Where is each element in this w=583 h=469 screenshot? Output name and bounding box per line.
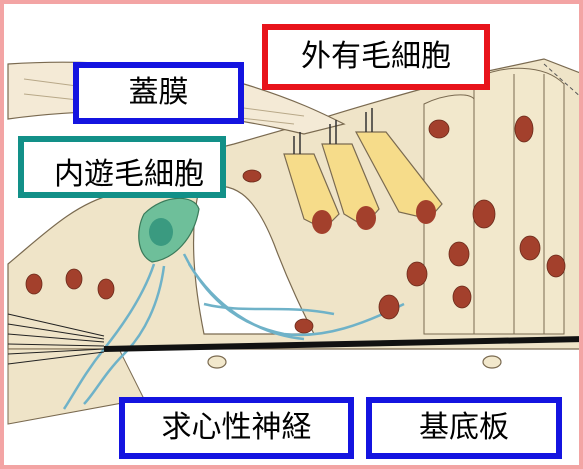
- vessels: [208, 356, 501, 368]
- afferent-nerve-label: 求心性神経: [119, 397, 354, 459]
- tectorial-membrane-label: 蓋膜: [73, 62, 244, 124]
- outer-hair-cell-label: 外有毛細胞: [262, 24, 490, 90]
- hensen-cells: [424, 68, 564, 334]
- inner-hair-cell-label: 内遊毛細胞: [24, 142, 214, 194]
- basilar-membrane-label: 基底板: [366, 397, 562, 459]
- inner-hair-cell-nucleus: [149, 218, 173, 246]
- inner-hair-cell-label-box: 内遊毛細胞: [18, 136, 226, 198]
